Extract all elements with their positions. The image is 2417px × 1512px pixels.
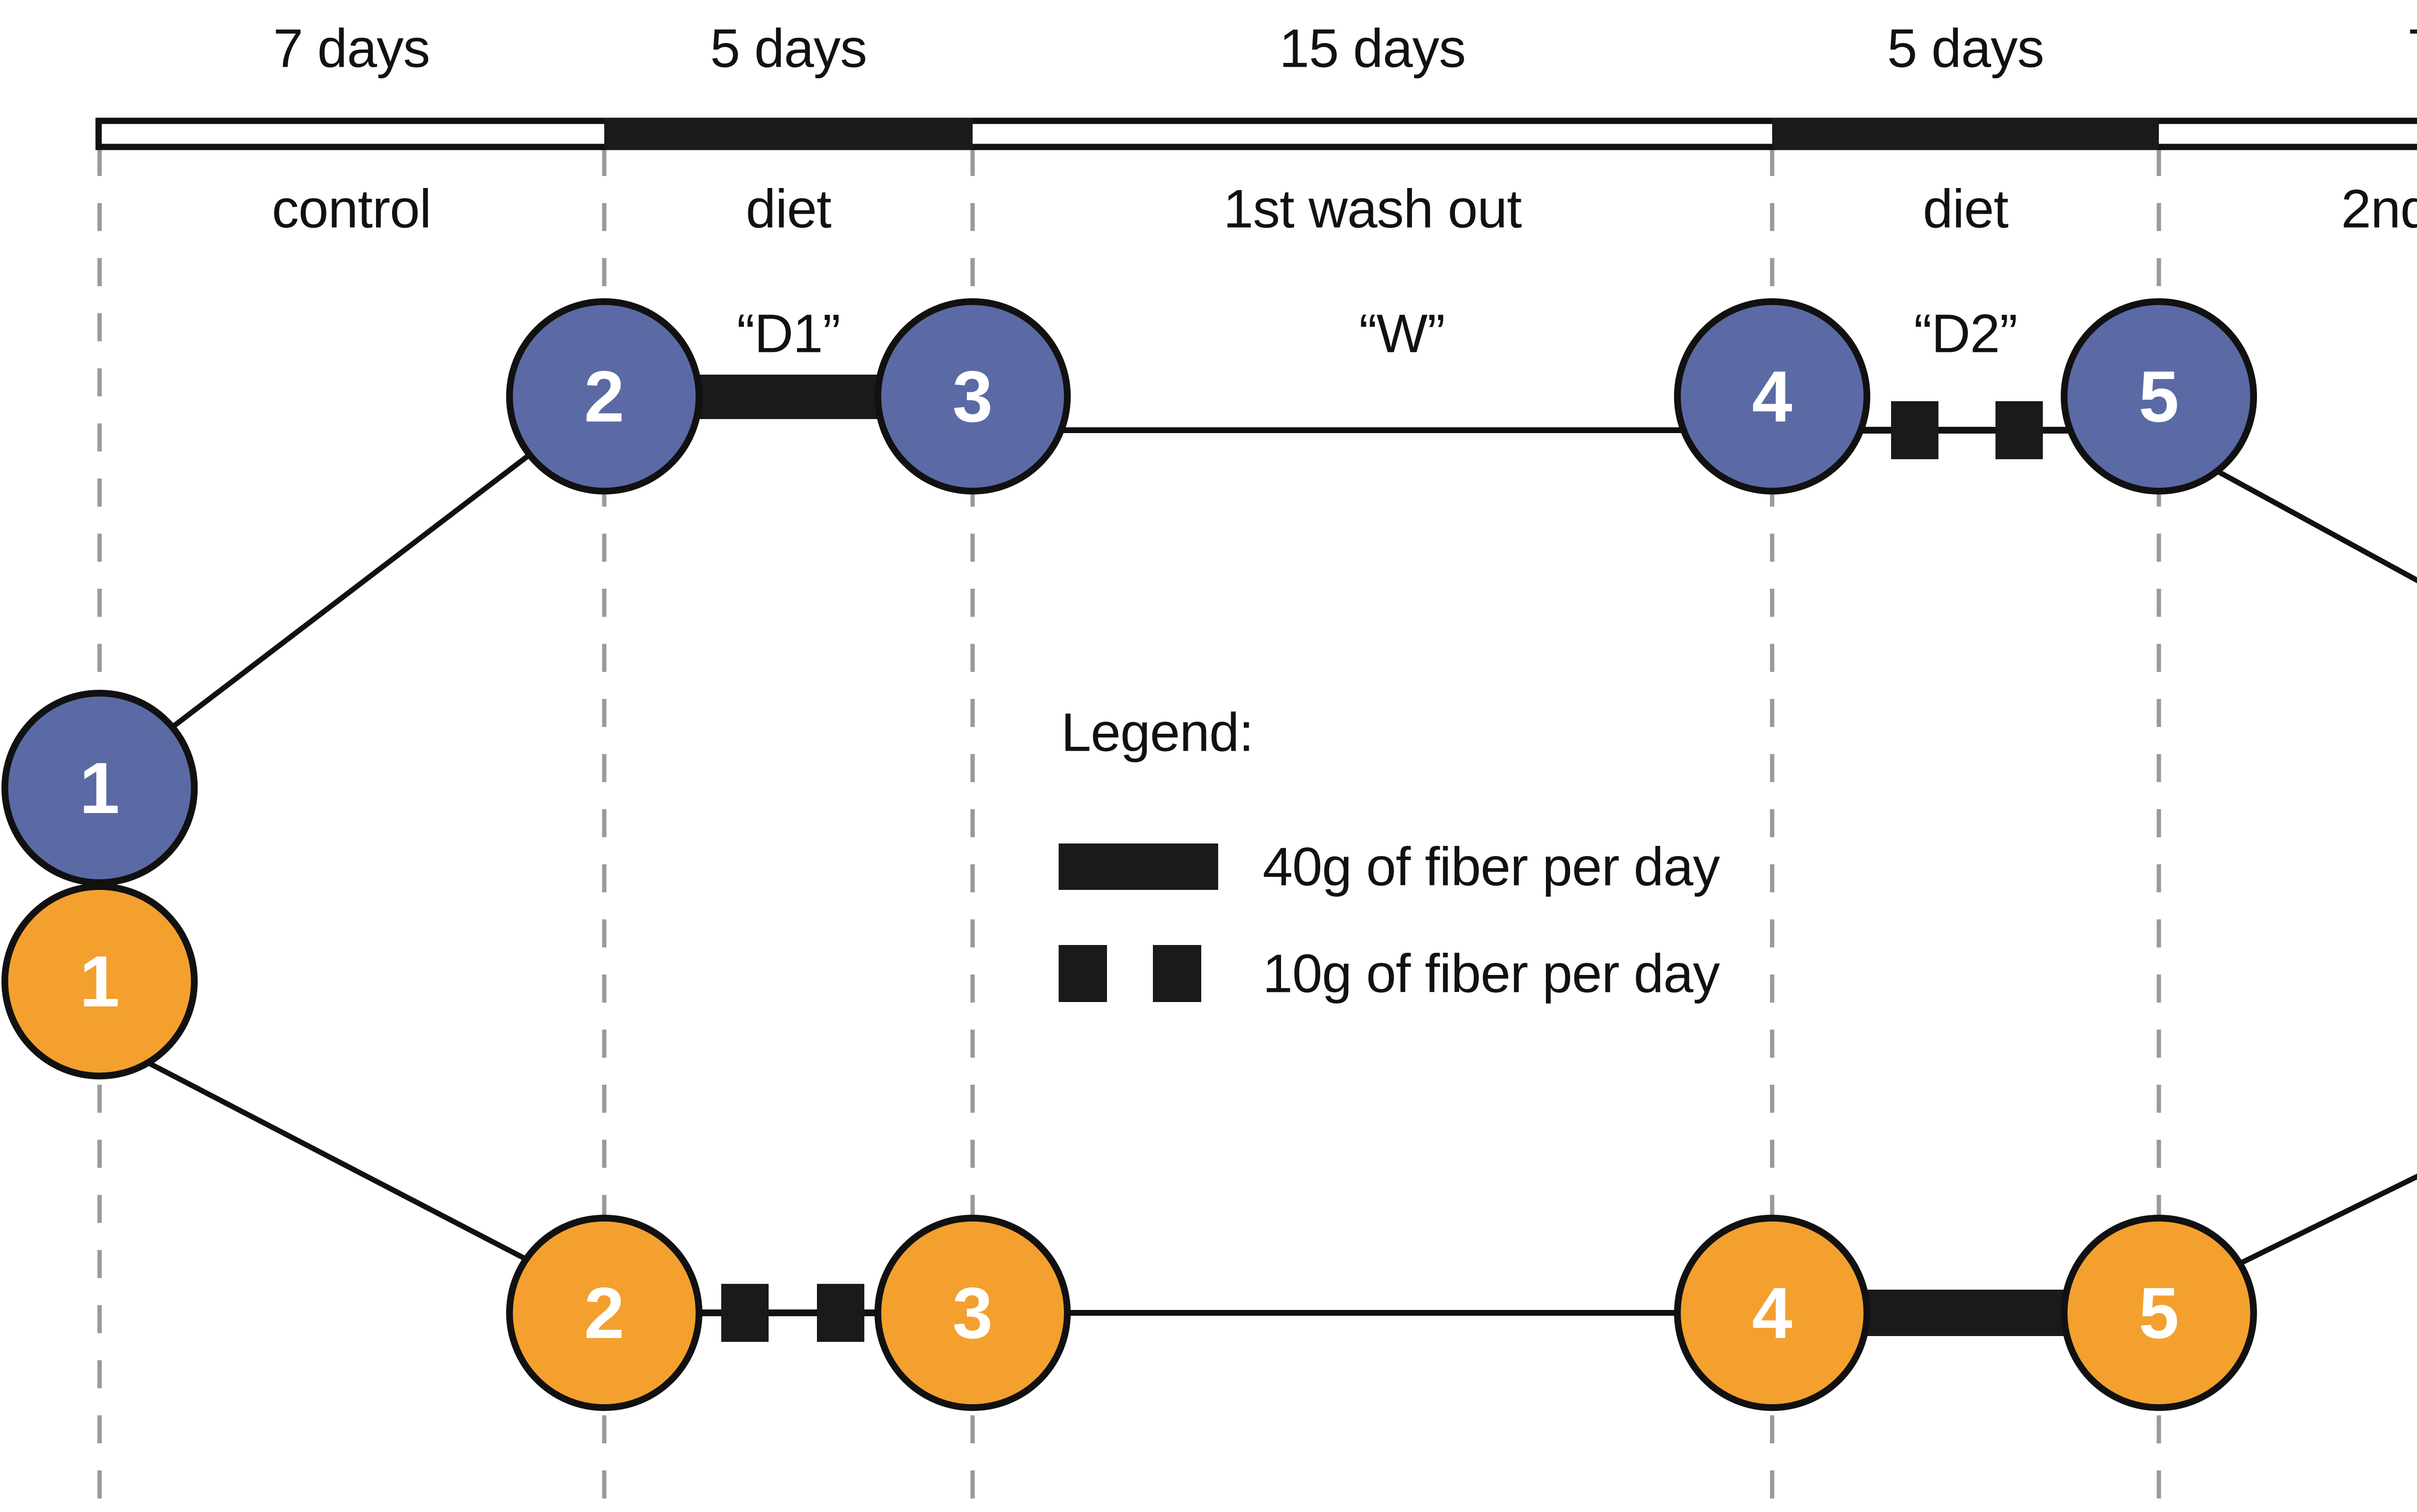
orange-node-2-label: 2: [584, 1272, 624, 1353]
blue-node-5-circle: [2061, 298, 2257, 494]
orange-node-3: 3: [874, 1215, 1071, 1411]
orange-node-4-circle: [1674, 1215, 1870, 1411]
phase-label-diet-1: diet: [745, 178, 832, 239]
timeline-bar: [95, 117, 2417, 150]
phase-label-washout-1: 1st wash out: [1223, 178, 1522, 239]
legend-swatches: [1059, 843, 1218, 1002]
blue-node-1: 1: [1, 690, 198, 886]
orange-node-2-circle: [506, 1215, 702, 1411]
orange-arm-group: 1 2 3 4 5 6: [1, 883, 2417, 1411]
blue-node-5: 5: [2061, 298, 2257, 494]
phase-code-d1: “D1”: [737, 303, 841, 364]
duration-label-diet-2: 5 days: [1887, 18, 2044, 79]
orange-edge-1-2: [139, 1056, 569, 1283]
phase-label-control: control: [272, 178, 431, 239]
blue-node-3: 3: [874, 298, 1071, 494]
blue-node-1-label: 1: [79, 747, 119, 829]
orange-edge-2-3-dash-2: [817, 1284, 864, 1342]
orange-node-4-label: 4: [1752, 1272, 1792, 1353]
blue-edge-5-6: [2203, 462, 2417, 583]
phase-code-w: “W”: [1359, 303, 1445, 364]
blue-node-4: 4: [1674, 298, 1870, 494]
blue-node-2: 2: [506, 298, 702, 494]
orange-node-1: 1: [1, 883, 198, 1079]
blue-node-4-label: 4: [1752, 356, 1792, 437]
orange-node-2: 2: [506, 1215, 702, 1411]
legend-swatch-dashed-bar-1: [1059, 945, 1107, 1002]
legend-swatch-dashed-bar-2: [1153, 945, 1201, 1002]
blue-node-5-label: 5: [2139, 356, 2179, 437]
blue-edge-4-5-dash-1: [1891, 401, 1938, 459]
phase-label-diet-2: diet: [1922, 178, 2009, 239]
orange-node-3-label: 3: [952, 1272, 992, 1353]
duration-label-control: 7 days: [273, 18, 430, 79]
orange-node-4: 4: [1674, 1215, 1870, 1411]
phase-label-washout-2: 2nd wash out: [2341, 178, 2417, 239]
blue-node-3-label: 3: [952, 356, 992, 437]
orange-node-5-label: 5: [2139, 1272, 2179, 1353]
legend-swatch-solid-bar: [1059, 843, 1218, 890]
phase-code-d2: “D2”: [1914, 303, 2018, 364]
orange-edge-5-6: [2203, 1173, 2417, 1283]
blue-arm-group: 1 2 3 4 5 6: [1, 298, 2417, 886]
blue-node-2-label: 2: [584, 356, 624, 437]
orange-edge-2-3-dash-1: [721, 1284, 769, 1342]
blue-node-3-circle: [874, 298, 1071, 494]
orange-node-5: 5: [2061, 1215, 2257, 1411]
legend-label-40g: 40g of fiber per day: [1263, 836, 1720, 897]
timeline-segment-diet-2: [1772, 118, 2159, 150]
orange-node-1-circle: [1, 883, 198, 1079]
blue-node-1-circle: [1, 690, 198, 886]
duration-label-diet-1: 5 days: [710, 18, 867, 79]
blue-node-2-circle: [506, 298, 702, 494]
orange-node-5-circle: [2061, 1215, 2257, 1411]
duration-label-washout-2: 7 days: [2407, 17, 2417, 80]
orange-node-1-label: 1: [79, 941, 119, 1022]
duration-label-washout-1: 15 days: [1279, 18, 1466, 79]
blue-edge-1-2: [138, 423, 570, 754]
timeline-segment-diet-1: [604, 118, 973, 150]
orange-node-3-circle: [874, 1215, 1071, 1411]
legend-title: Legend:: [1061, 702, 1254, 763]
legend-label-10g: 10g of fiber per day: [1263, 943, 1720, 1004]
blue-node-4-circle: [1674, 298, 1870, 494]
blue-edge-4-5-dash-2: [1995, 401, 2043, 459]
